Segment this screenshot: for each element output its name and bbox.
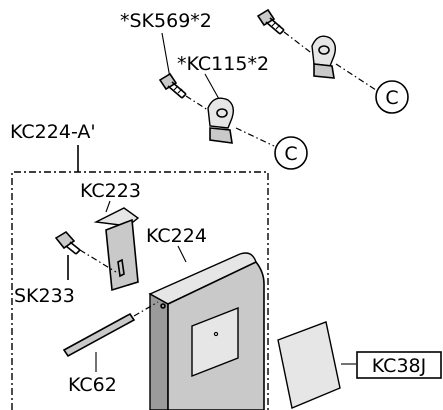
label-sk233: SK233 (14, 285, 75, 307)
screw-sk233 (54, 230, 81, 255)
bracket-kc115-upper (311, 35, 337, 79)
dash-line-bracket-to-c-2 (235, 127, 275, 147)
screw-sk569-upper (256, 8, 285, 35)
leader-kc224 (177, 245, 187, 263)
assembly-frame-kc224-a (11, 171, 269, 410)
leader-kc223 (105, 200, 111, 213)
label-kc223: KC223 (80, 180, 141, 202)
screw-sk569-lower (158, 72, 187, 99)
label-kc62: KC62 (68, 374, 117, 396)
dash-line-rod-to-cover (133, 301, 159, 317)
label-kc224-a: KC224-A' (10, 121, 96, 143)
marker-c-upper: C (375, 80, 409, 114)
label-box-kc38j (356, 351, 442, 379)
marker-c-lower: C (274, 136, 308, 170)
bracket-kc115-lower (207, 97, 235, 144)
bracket-kc223 (93, 207, 140, 292)
plate-kc38j (277, 321, 341, 409)
label-kc38j: KC38J (372, 355, 426, 377)
label-sk569: *SK569*2 (120, 10, 212, 32)
label-kc224: KC224 (146, 225, 207, 247)
cover-kc224 (148, 252, 265, 410)
rod-kc62 (62, 312, 136, 358)
svg-text:C: C (385, 87, 398, 109)
dash-line-bracket-to-c-1 (335, 63, 377, 91)
label-kc115: *KC115*2 (177, 53, 269, 75)
svg-text:C: C (284, 143, 297, 165)
leader-sk569 (161, 32, 171, 79)
